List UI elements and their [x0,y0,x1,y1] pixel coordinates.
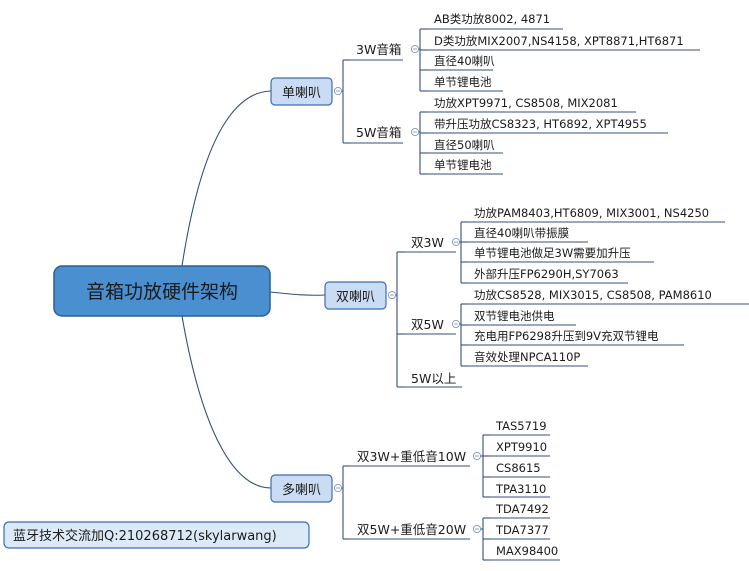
collapse-toggles [333,44,482,534]
leaf-dual5w-2: 双节锂电池供电 [474,309,555,323]
connector-root-multi [181,315,272,489]
node-label: 双5W+重低音20W [357,522,466,537]
node-3w-speaker[interactable]: 3W音箱 [356,42,401,57]
leaf-3w-1: AB类功放8002, 4871 [434,12,550,26]
leaf-multi20w-1: TDA7492 [495,502,549,516]
node-dual-5w-sub-20w[interactable]: 双5W+重低音20W [357,522,466,537]
leaf-5w-3: 直径50喇叭 [434,138,495,152]
leaf-dual5w-1: 功放CS8528, MIX3015, CS8508, PAM8610 [474,288,712,302]
node-label: 双3W [411,235,444,250]
collapse-toggle-icon[interactable] [451,319,461,329]
leaf-5w-4: 单节锂电池 [434,158,492,172]
collapse-toggle-icon[interactable] [333,483,343,493]
collapse-toggle-icon[interactable] [472,524,482,534]
node-label: 双3W+重低音10W [357,449,466,464]
connector-root-dual [269,291,326,296]
connector-root-single [181,90,272,267]
connector-lines [181,28,749,561]
contact-note: 蓝牙技术交流加Q:210268712(skylarwang) [3,521,310,549]
leaf-dual3w-4: 外部升压FP6290H,SY7063 [474,267,619,281]
node-dual-5w[interactable]: 双5W [411,317,444,332]
branch-dual-speaker[interactable]: 双喇叭 [324,281,387,310]
leaf-dual5w-3: 充电用FP6298升压到9V充双节锂电 [474,329,659,343]
leaf-multi10w-1: TAS5719 [495,419,547,433]
branch-label: 多喇叭 [282,482,321,498]
leaf-3w-2: D类功放MIX2007,NS4158, XPT8871,HT6871 [434,34,684,48]
leaf-3w-4: 单节锂电池 [434,75,492,89]
branch-box [270,474,333,503]
leaf-dual3w-3: 单节锂电池做足3W需要加升压 [474,246,631,260]
branch-label: 双喇叭 [336,290,375,305]
contact-note-box [3,521,310,549]
branch-single-speaker[interactable]: 单喇叭 [270,77,333,106]
node-dual-3w-sub-10w[interactable]: 双3W+重低音10W [357,449,466,464]
branch-box [324,281,387,310]
node-dual-3w[interactable]: 双3W [411,235,444,250]
collapse-toggle-icon[interactable] [387,290,397,300]
node-label: 5W以上 [411,371,456,386]
node-label: 双5W [411,317,444,332]
root-node-box [53,265,271,317]
collapse-toggle-icon[interactable] [451,237,461,247]
collapse-toggle-icon[interactable] [333,86,343,96]
leaf-5w-1: 功放XPT9971, CS8508, MIX2081 [434,96,618,110]
root-node[interactable]: 音箱功放硬件架构 [53,265,271,317]
node-label: 5W音箱 [356,125,401,140]
leaf-dual3w-1: 功放PAM8403,HT6809, MIX3001, NS4250 [474,206,709,220]
branch-multi-speaker[interactable]: 多喇叭 [270,474,333,503]
leaf-multi10w-2: XPT9910 [496,440,547,454]
leaf-multi20w-2: TDA7377 [495,523,549,537]
leaf-multi10w-4: TPA3110 [495,482,546,496]
leaf-dual3w-2: 直径40喇叭带振膜 [474,226,569,240]
node-5w-speaker[interactable]: 5W音箱 [356,125,401,140]
leaf-multi10w-3: CS8615 [496,461,541,475]
contact-note-text: 蓝牙技术交流加Q:210268712(skylarwang) [13,528,277,544]
node-5w-plus[interactable]: 5W以上 [411,371,456,386]
node-label: 3W音箱 [356,42,401,57]
leaf-3w-3: 直径40喇叭 [434,54,495,68]
collapse-toggle-icon[interactable] [472,451,482,461]
collapse-toggle-icon[interactable] [410,127,420,137]
root-node-label: 音箱功放硬件架构 [86,281,238,303]
branch-box [270,77,333,106]
collapse-toggle-icon[interactable] [410,44,420,54]
leaf-5w-2: 带升压功放CS8323, HT6892, XPT4955 [434,117,647,131]
leaf-dual5w-4: 音效处理NPCA110P [474,350,580,364]
branch-label: 单喇叭 [282,86,321,101]
leaf-multi20w-3: MAX98400 [496,544,558,558]
